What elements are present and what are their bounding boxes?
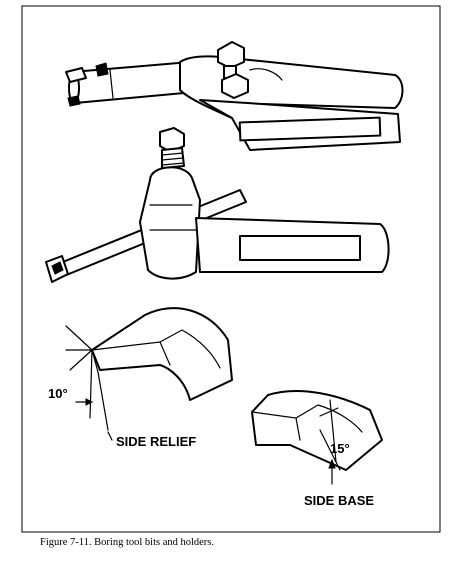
bit-side-base: [251, 389, 383, 485]
boring-holder-top: [65, 41, 404, 151]
bit-body-right: [251, 389, 383, 471]
holder-slot-middle: [239, 235, 361, 261]
boring-bar-top: [71, 61, 196, 104]
label-side-base: SIDE BASE: [304, 493, 374, 508]
bit-side-relief: [65, 307, 233, 431]
boring-holder-middle: [45, 127, 390, 283]
figure-caption: Figure 7-11. Boring tool bits and holder…: [40, 537, 215, 548]
bit-body-left: [91, 307, 233, 401]
angle-label-side-relief: 10°: [48, 386, 68, 401]
holder-post: [139, 166, 201, 280]
angle-label-side-base: 15°: [330, 441, 350, 456]
label-side-relief: SIDE RELIEF: [116, 434, 196, 449]
holder-slot-top: [238, 116, 382, 142]
figure-border: [21, 5, 441, 533]
